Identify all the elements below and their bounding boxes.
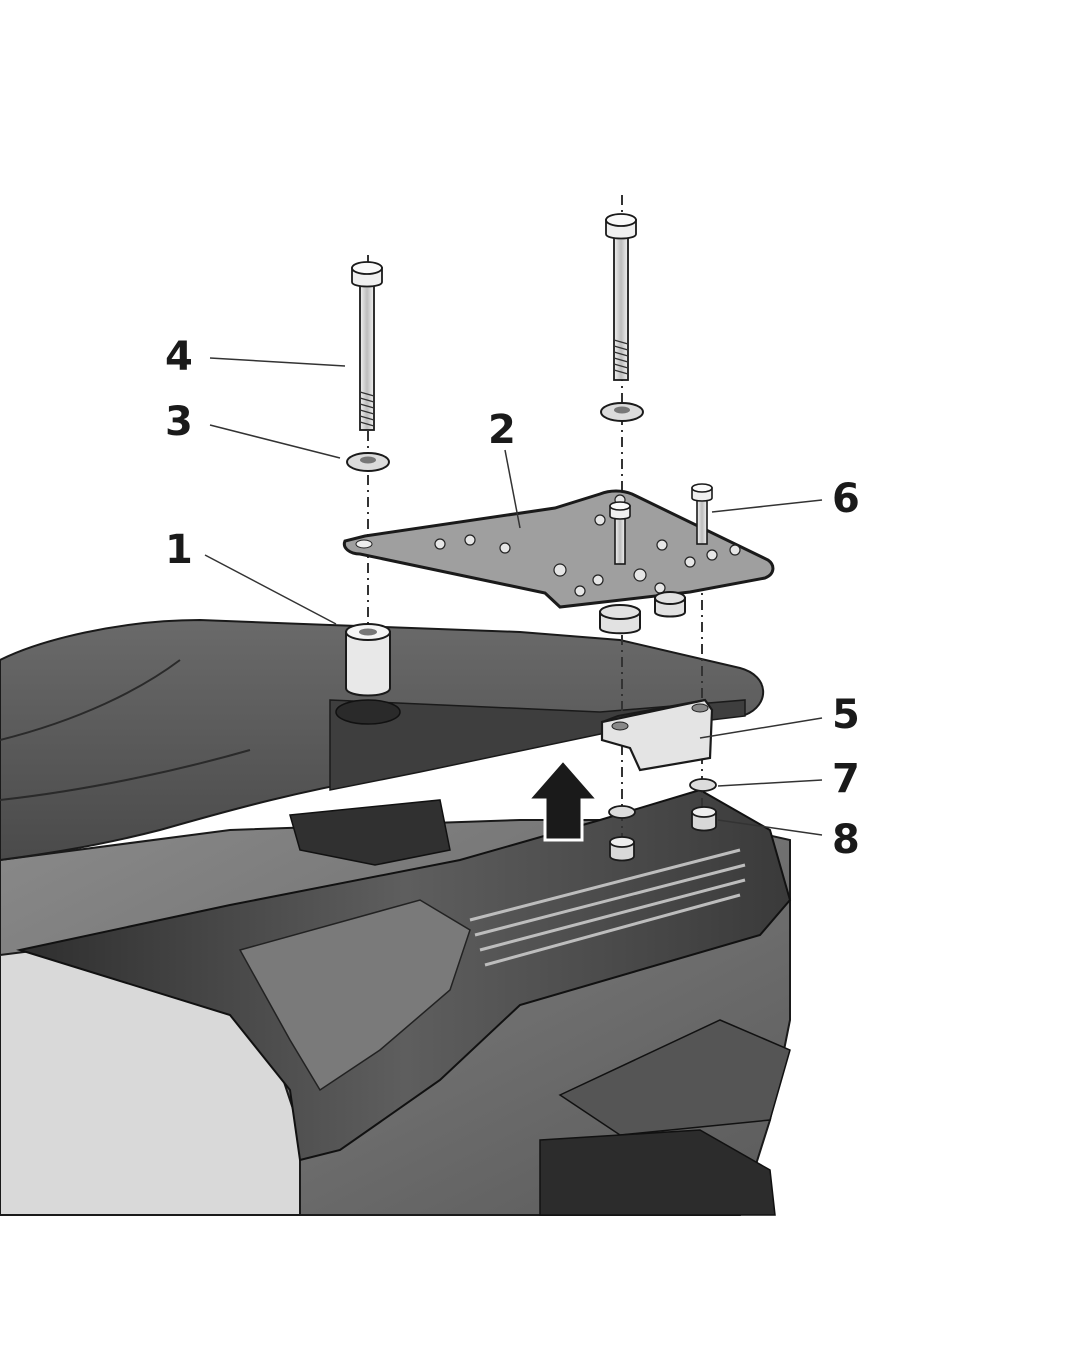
part-8-nuts — [609, 806, 717, 862]
part-7-washers — [608, 778, 717, 819]
callout-4: 4 — [165, 334, 193, 380]
part-6-bolt-center — [609, 501, 631, 565]
up-arrow-icon — [524, 757, 602, 842]
seat-seam — [0, 659, 251, 801]
tail-light-stripes — [469, 848, 746, 967]
part-5-bracket — [600, 698, 714, 772]
part-4-bolt-left — [351, 261, 383, 431]
part-3-washer-left — [346, 452, 390, 472]
callout-5: 5 — [832, 692, 860, 738]
callout-1: 1 — [165, 527, 193, 573]
part-4-bolt-right — [605, 213, 637, 381]
seat-mount-hole — [335, 699, 401, 725]
lower-recess — [558, 1019, 791, 1136]
leader-lines — [204, 357, 823, 836]
part-3-washer-right — [600, 402, 644, 422]
callout-7: 7 — [832, 756, 860, 802]
part-6-bolt-rear — [691, 483, 713, 545]
callouts: 1 2 3 4 5 6 7 8 — [165, 334, 860, 863]
callout-2: 2 — [488, 407, 516, 453]
callout-6: 6 — [832, 476, 860, 522]
callout-3: 3 — [165, 399, 193, 445]
tail-light-lens — [238, 899, 471, 1092]
lower-mudguard — [539, 1129, 776, 1216]
part-1-spacer — [345, 623, 391, 697]
part-2-mounting-plate — [342, 489, 775, 635]
under-seat-block — [289, 799, 451, 866]
scooter-rear — [0, 618, 792, 1216]
callout-8: 8 — [832, 817, 860, 863]
